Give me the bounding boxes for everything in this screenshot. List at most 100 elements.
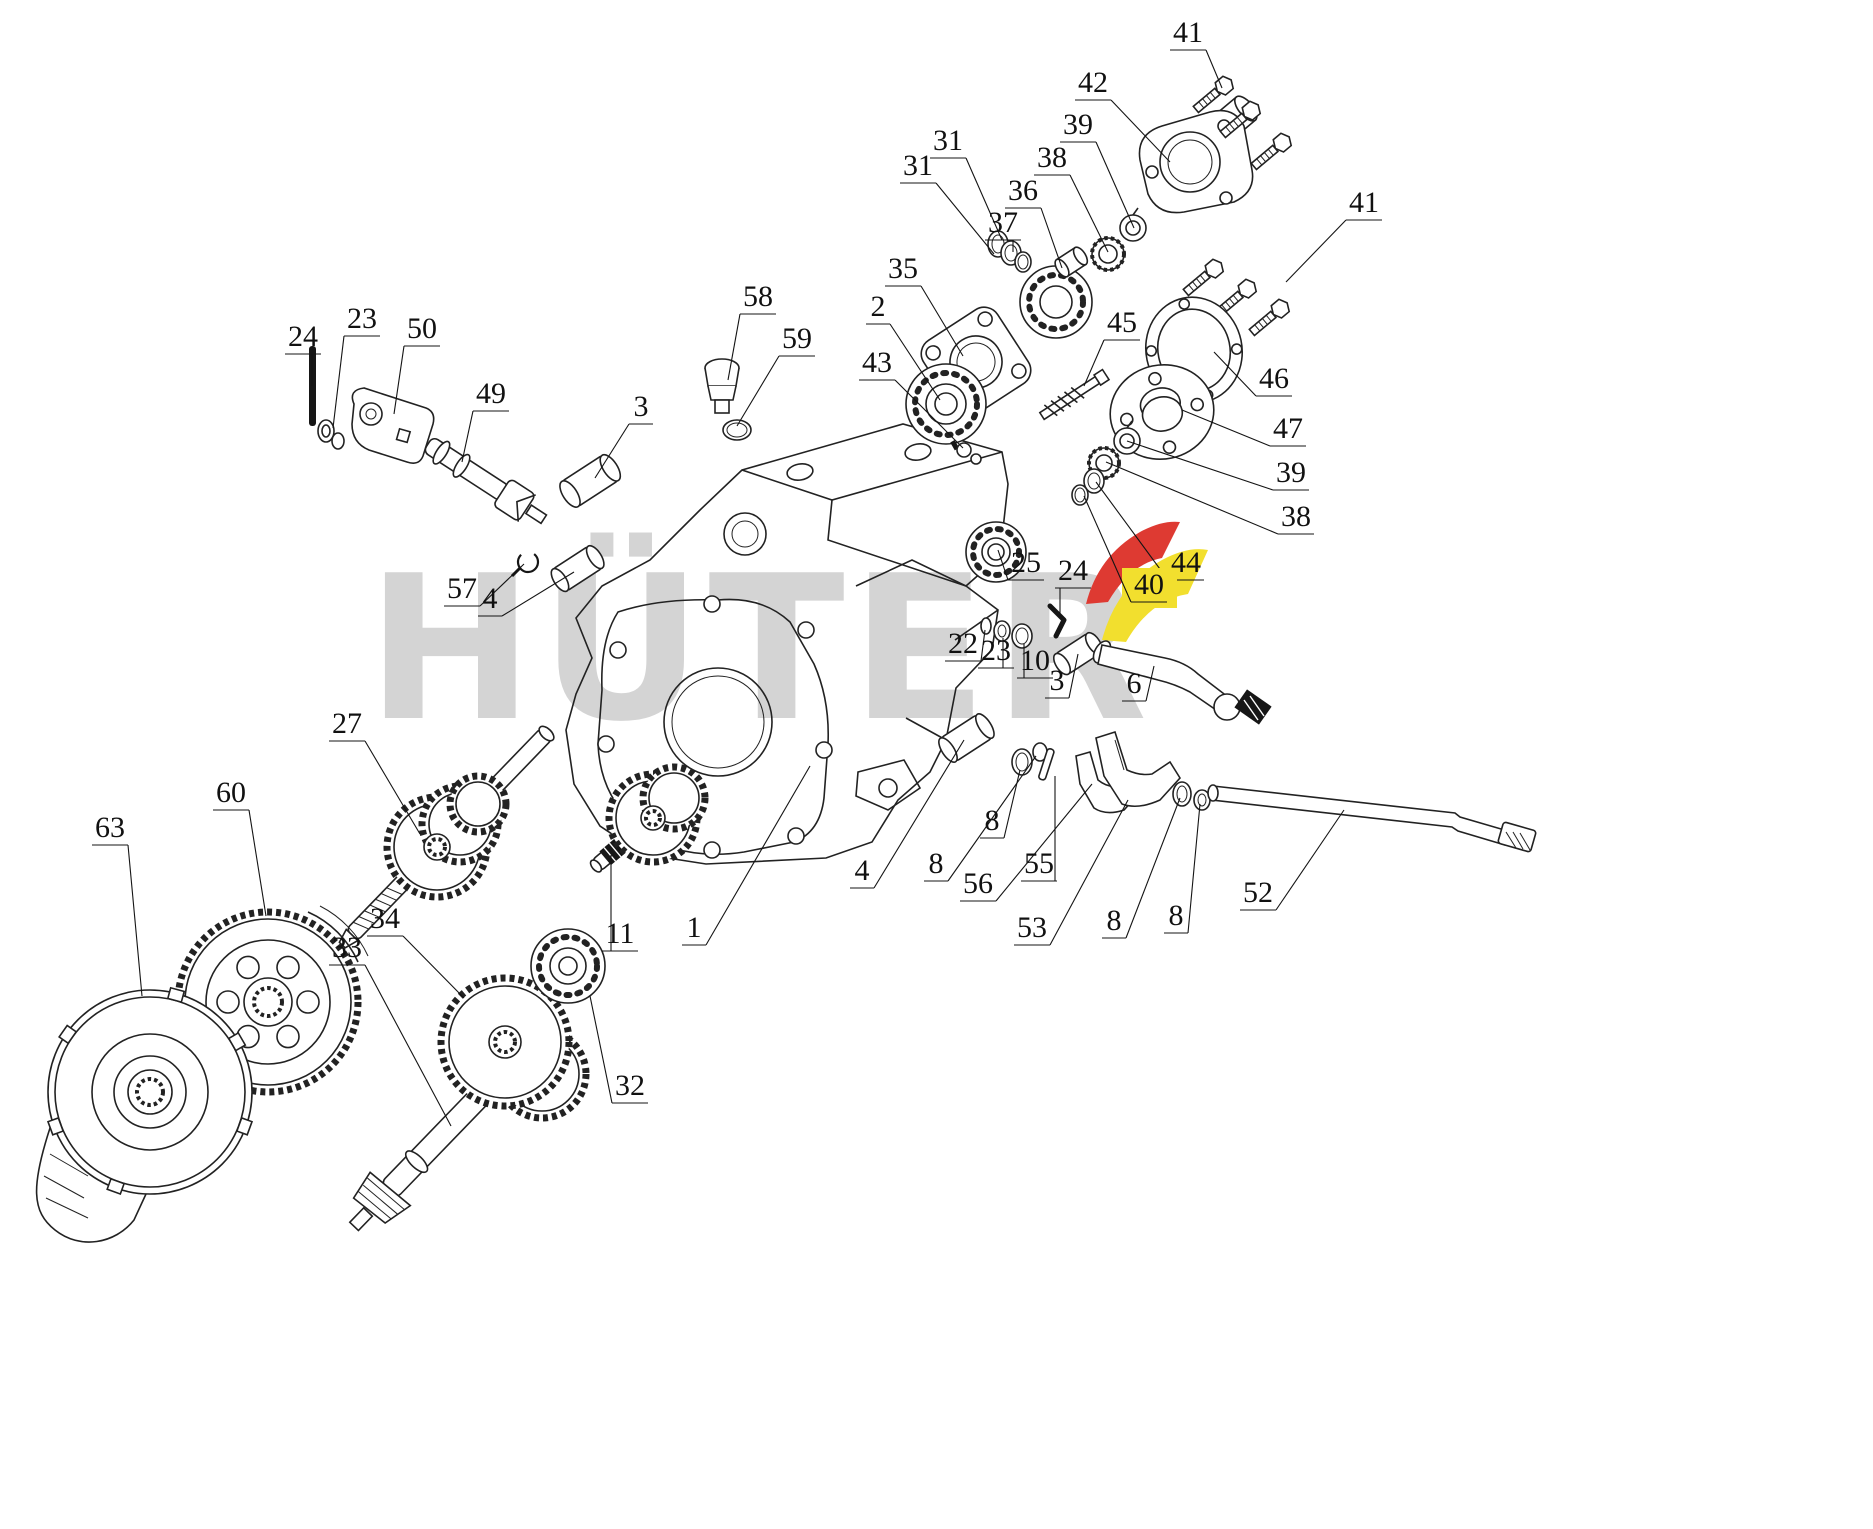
callout-43: 43 (859, 346, 964, 449)
callout-label: 50 (407, 312, 437, 345)
callout-59: 59 (736, 322, 815, 427)
logo-swoosh-red (1086, 521, 1180, 604)
callout-label: 3 (1050, 664, 1065, 697)
callout-45: 45 (1083, 306, 1140, 387)
clutch-drum-63 (35, 986, 254, 1243)
callout-label: 8 (1107, 904, 1122, 937)
callout-33: 33 (329, 931, 452, 1127)
callout-32: 32 (589, 995, 648, 1104)
callout-label: 39 (1276, 456, 1306, 489)
callout-label: 43 (862, 346, 892, 379)
callout-label: 55 (1024, 847, 1054, 880)
callout-24-right: 24 (1055, 554, 1091, 614)
callout-label: 49 (476, 377, 506, 410)
lock-washer-39-upper (1119, 207, 1147, 242)
callout-41-top: 41 (1170, 16, 1223, 89)
shift-fork-53 (1095, 730, 1181, 808)
callout-3-left: 3 (594, 390, 653, 479)
callout-label: 41 (1173, 16, 1203, 49)
callout-57: 57 (444, 563, 525, 607)
callout-label: 10 (1020, 644, 1050, 677)
callout-label: 35 (888, 252, 918, 285)
gearshift-spindle-49 (424, 437, 548, 525)
callout-52: 52 (1240, 809, 1345, 911)
callout-2: 2 (866, 290, 941, 401)
callout-3-right: 3 (1045, 653, 1079, 699)
callout-label: 31 (903, 149, 933, 182)
callout-1: 1 (682, 765, 811, 946)
callout-25: 25 (997, 546, 1044, 581)
callout-label: 24 (288, 320, 318, 353)
callout-label: 53 (1017, 911, 1047, 944)
callout-31-b: 31 (900, 149, 995, 255)
callout-label: 46 (1259, 362, 1289, 395)
callout-42: 42 (1075, 66, 1171, 163)
callout-label: 4 (855, 854, 870, 887)
callout-8-d: 8 (1164, 803, 1201, 934)
callout-35: 35 (885, 252, 964, 357)
callout-label: 23 (981, 634, 1011, 667)
callout-23-right: 23 (978, 634, 1014, 669)
callout-8-c: 8 (1102, 797, 1181, 939)
callout-38-top: 38 (1034, 141, 1109, 253)
castle-nut-38-lower (1087, 446, 1121, 480)
callout-40: 40 (1083, 495, 1177, 608)
callout-31-a: 31 (930, 124, 1003, 241)
ring-10 (1011, 623, 1033, 649)
callout-11: 11 (602, 855, 638, 952)
callout-60: 60 (213, 776, 267, 917)
callout-4-mid: 4 (850, 739, 965, 889)
callout-50: 50 (393, 312, 440, 415)
callout-4-left: 4 (478, 571, 575, 617)
callout-label: 59 (782, 322, 812, 355)
callout-label: 63 (95, 811, 125, 844)
callout-label: 8 (929, 847, 944, 880)
breather-plug-58 (704, 358, 740, 414)
callout-label: 25 (1011, 546, 1041, 579)
callout-38-right: 38 (1105, 461, 1314, 535)
release-lever-6 (1092, 640, 1272, 725)
callout-label: 40 (1134, 568, 1164, 601)
callout-label: 1 (687, 911, 702, 944)
callout-label: 38 (1281, 500, 1311, 533)
callout-58: 58 (727, 280, 776, 381)
callout-label: 4 (483, 582, 498, 615)
castle-nut-38-upper (1090, 236, 1126, 272)
callout-6: 6 (1122, 665, 1155, 702)
callout-label: 45 (1107, 306, 1137, 339)
callout-label: 33 (332, 931, 362, 964)
callout-label: 8 (985, 804, 1000, 837)
callout-24-left: 24 (285, 320, 321, 386)
callout-46: 46 (1213, 351, 1292, 397)
callout-label: 47 (1273, 412, 1303, 445)
callout-label: 52 (1243, 876, 1273, 909)
bushing-4-right (938, 713, 995, 763)
callout-label: 23 (347, 302, 377, 335)
callout-56: 56 (960, 783, 1093, 902)
callout-37: 37 (985, 206, 1021, 252)
callout-47: 47 (1181, 409, 1306, 447)
callout-22: 22 (945, 627, 986, 662)
callout-55: 55 (1021, 776, 1057, 882)
callout-49: 49 (461, 377, 509, 463)
callout-label: 41 (1349, 186, 1379, 219)
callout-label: 36 (1008, 174, 1038, 207)
callout-label: 56 (963, 867, 993, 900)
callout-39-top: 39 (1060, 108, 1135, 229)
callout-36: 36 (1005, 174, 1063, 269)
ball-bearing-32 (530, 928, 606, 1004)
callout-label: 60 (216, 776, 246, 809)
callout-label: 2 (871, 290, 886, 323)
callout-23-left: 23 (332, 302, 380, 429)
callout-label: 27 (332, 707, 362, 740)
callout-63: 63 (92, 811, 143, 997)
callout-label: 34 (370, 902, 400, 935)
callout-53: 53 (1014, 799, 1129, 946)
callout-27: 27 (329, 707, 421, 835)
callout-label: 39 (1063, 108, 1093, 141)
countershaft-27 (338, 725, 555, 949)
bolt-41-d (1179, 255, 1228, 300)
callout-label: 42 (1078, 66, 1108, 99)
